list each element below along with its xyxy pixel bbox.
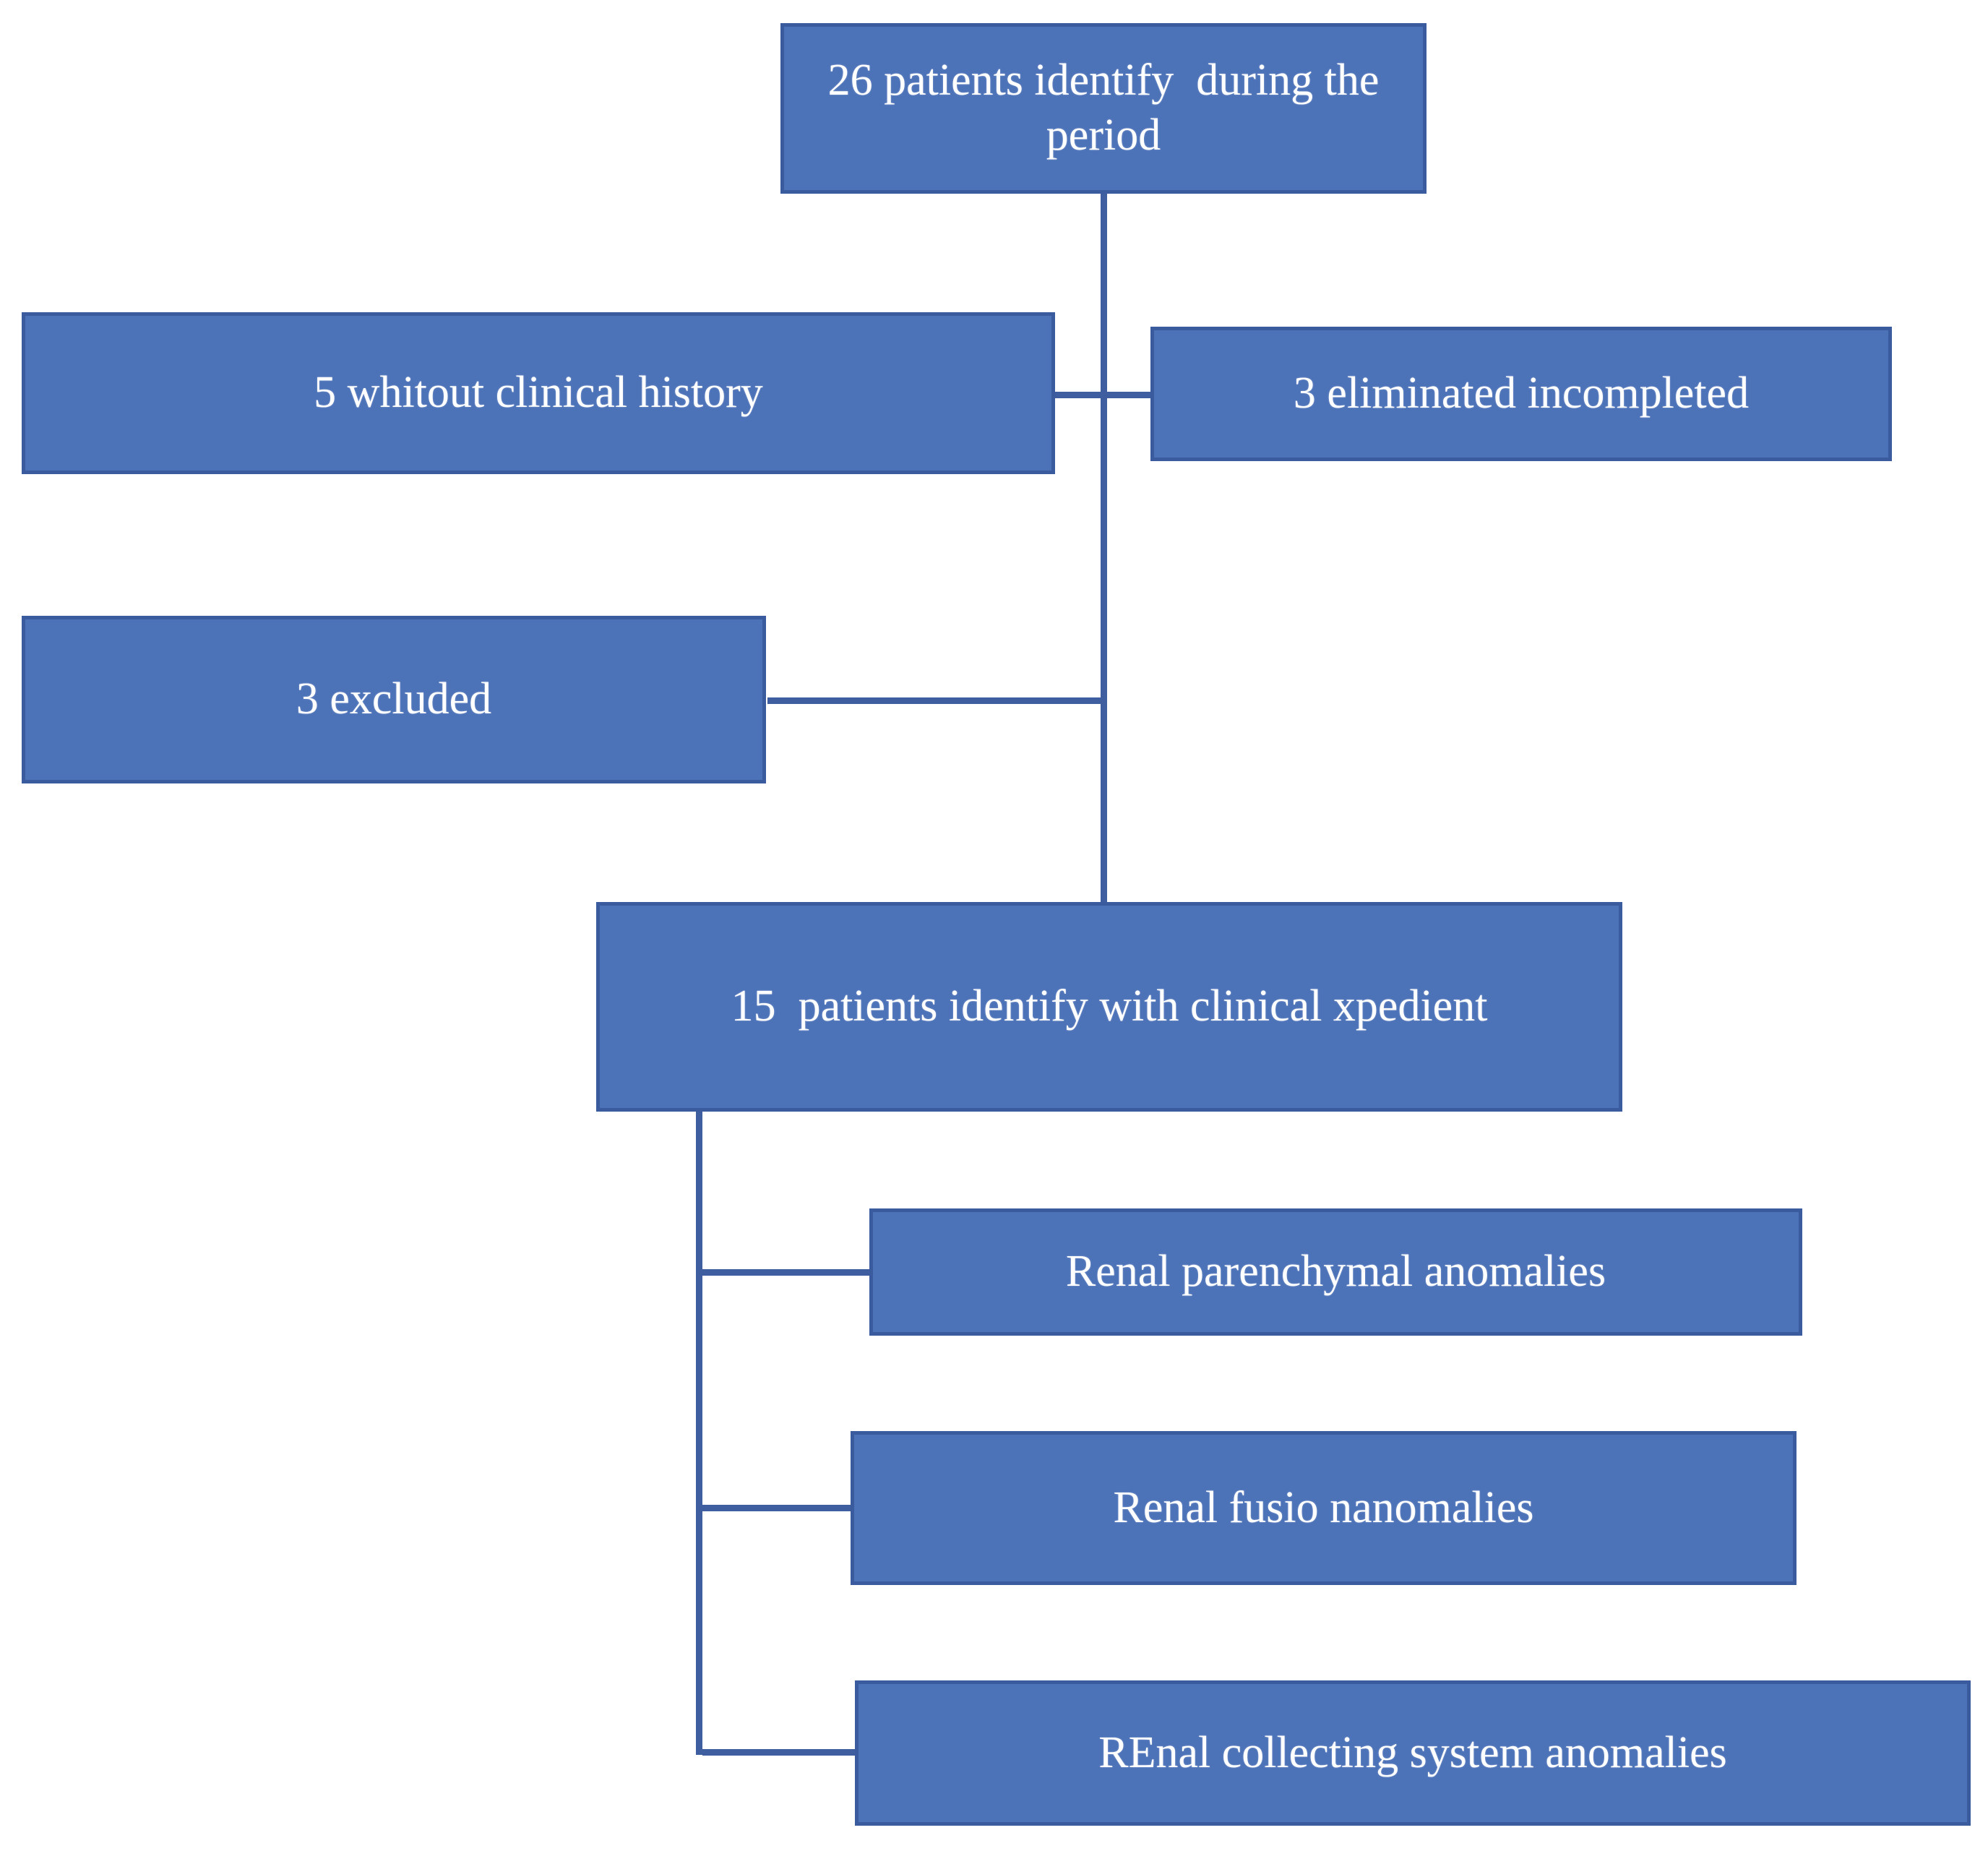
node-excluded: 3 excluded bbox=[22, 616, 766, 783]
node-no-clinical-history-label: 5 whitout clinical history bbox=[314, 368, 763, 418]
node-no-clinical-history: 5 whitout clinical history bbox=[22, 312, 1055, 474]
connector-trunk-vertical bbox=[1101, 192, 1107, 903]
connector-stub-parenchymal bbox=[702, 1269, 872, 1276]
connector-stub-fusion bbox=[702, 1505, 851, 1511]
node-patients-identified-label: 26 patients identify during the period bbox=[827, 56, 1390, 160]
node-renal-collecting: REnal collecting system anomalies bbox=[855, 1680, 1971, 1826]
node-eliminated-incomplete-label: 3 eliminated incompleted bbox=[1293, 369, 1750, 418]
node-patients-identified: 26 patients identify during the period bbox=[780, 23, 1427, 194]
connector-stub-collecting bbox=[702, 1749, 855, 1756]
node-eliminated-incomplete: 3 eliminated incompleted bbox=[1150, 327, 1892, 461]
node-renal-parenchymal-label: Renal parenchymal anomalies bbox=[1065, 1247, 1606, 1297]
node-renal-fusion-label: Renal fusio nanomalies bbox=[1113, 1482, 1534, 1532]
connector-excluded-to-trunk bbox=[767, 697, 1107, 704]
node-renal-parenchymal: Renal parenchymal anomalies bbox=[869, 1208, 1802, 1336]
connector-history-to-eliminated bbox=[1055, 392, 1150, 398]
node-renal-fusion: Renal fusio nanomalies bbox=[851, 1431, 1796, 1585]
node-with-clinical-record-label: 15 patients identify with clinical xpedi… bbox=[731, 982, 1488, 1031]
node-excluded-label: 3 excluded bbox=[296, 674, 492, 724]
connector-branch-vertical bbox=[696, 1112, 702, 1755]
node-renal-collecting-label: REnal collecting system anomalies bbox=[1098, 1727, 1727, 1777]
node-with-clinical-record: 15 patients identify with clinical xpedi… bbox=[596, 902, 1622, 1112]
